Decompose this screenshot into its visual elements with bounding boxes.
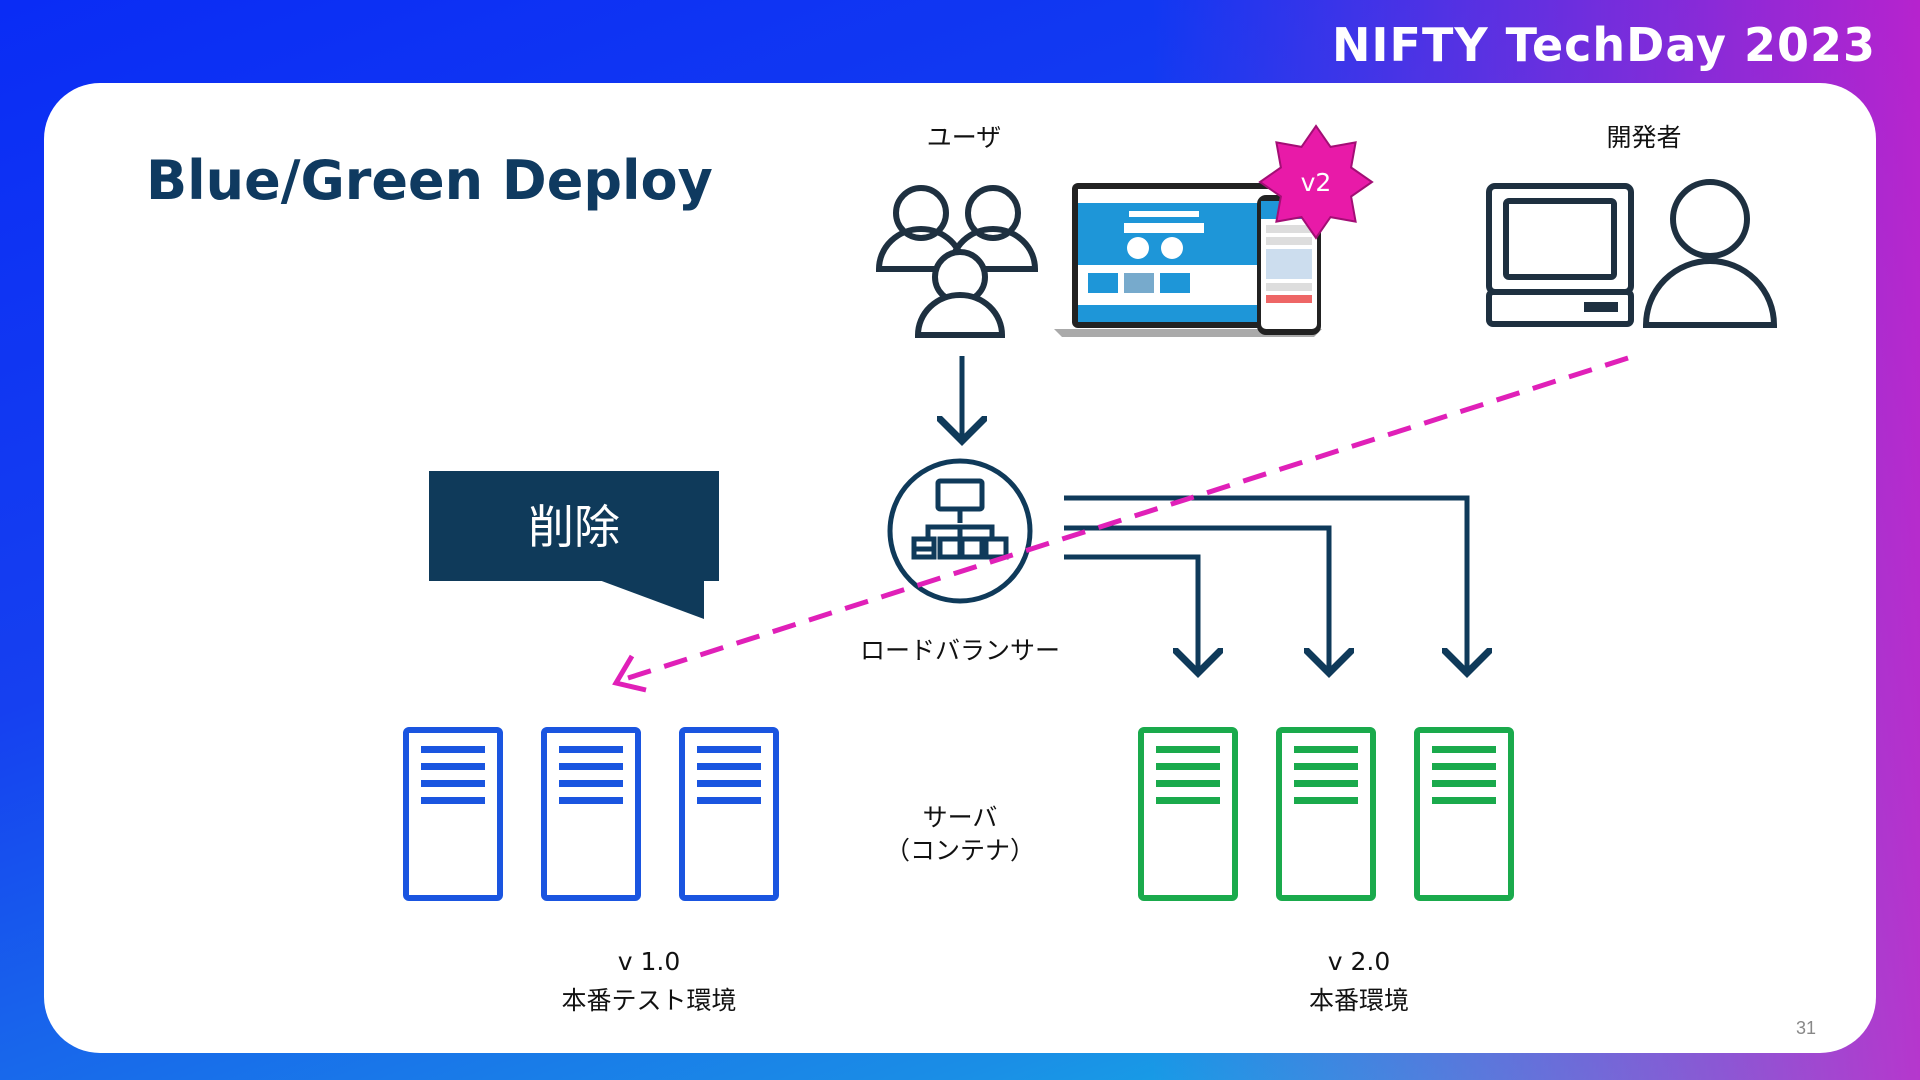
load-balancer-icon	[887, 458, 1033, 604]
developer-label: 開発者	[1606, 123, 1682, 152]
load-balancer-label: ロードバランサー	[859, 636, 1060, 665]
v1-version-label: v 1.0	[617, 947, 681, 976]
v1-server-icon-3	[679, 727, 779, 901]
developer-icon	[1642, 179, 1778, 328]
brand-logo: NIFTY TechDay 2023	[1331, 18, 1876, 72]
smartphone-icon	[1257, 195, 1321, 335]
v2-env-label: 本番環境	[1308, 986, 1409, 1015]
server-label-line1: サーバ	[922, 803, 998, 832]
delete-callout	[429, 471, 719, 619]
users-icon	[875, 185, 1039, 338]
diagram-canvas: v2	[403, 124, 1778, 901]
v2-version-label: v 2.0	[1327, 947, 1391, 976]
delete-callout-text: 削除	[528, 500, 620, 554]
v2-badge-label: v2	[1301, 168, 1332, 197]
slide-card: Blue/Green Deploy	[44, 83, 1876, 1053]
desktop-computer-icon	[1486, 183, 1634, 327]
developer-to-v1-arrow	[612, 355, 1629, 693]
v1-server-icon-2	[541, 727, 641, 901]
v2-server-icon-2	[1276, 727, 1376, 901]
v2-server-icon-1	[1138, 727, 1238, 901]
v1-server-icon-1	[403, 727, 503, 901]
server-label-line2: （コンテナ）	[884, 836, 1035, 865]
v2-servers	[1138, 727, 1514, 901]
v1-env-label: 本番テスト環境	[561, 986, 737, 1015]
user-label: ユーザ	[926, 123, 1002, 152]
page-number: 31	[1795, 1018, 1816, 1038]
v2-badge-icon: v2	[1258, 124, 1374, 240]
v2-server-icon-3	[1414, 727, 1514, 901]
lb-to-v2-arrows	[1064, 495, 1467, 673]
slide-title: Blue/Green Deploy	[146, 149, 713, 212]
v1-servers	[403, 727, 779, 901]
